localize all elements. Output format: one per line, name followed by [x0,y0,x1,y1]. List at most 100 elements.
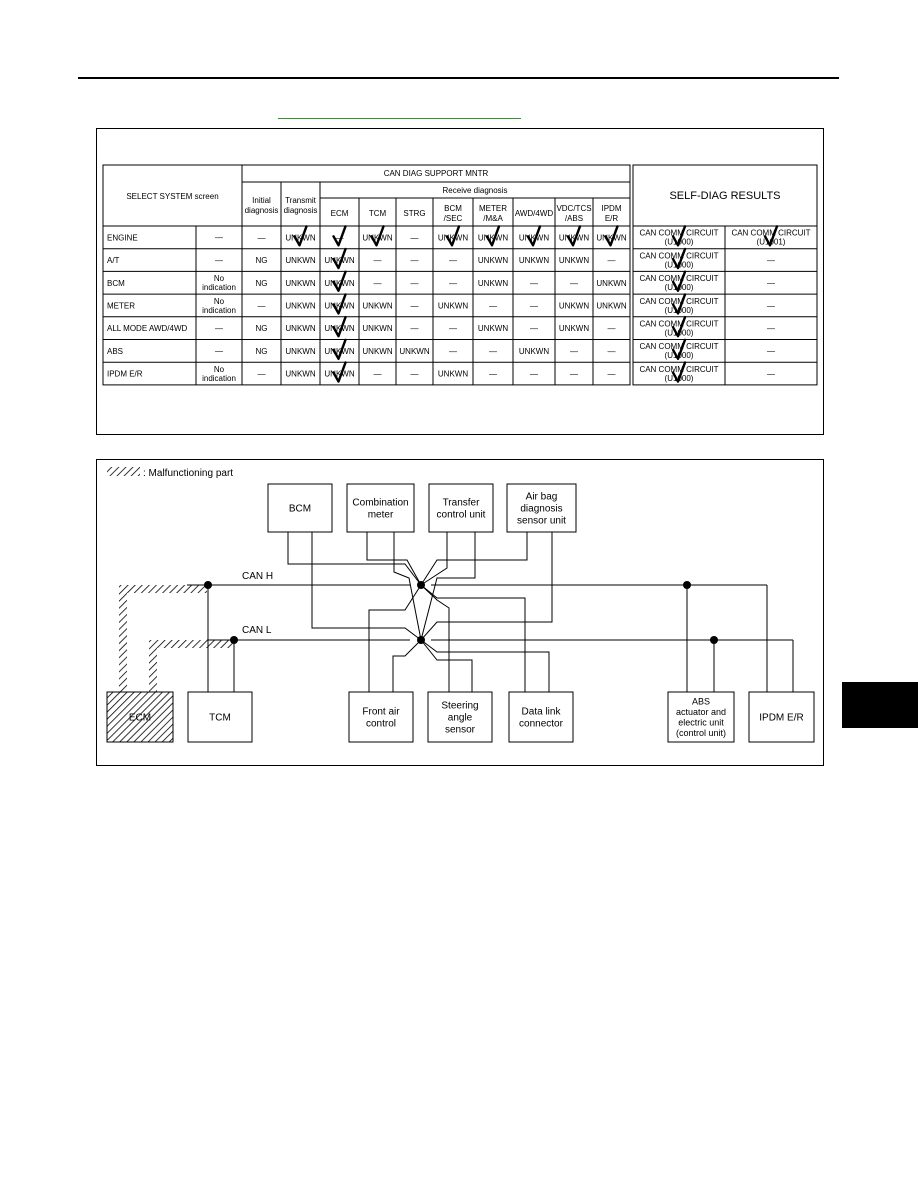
transmit-diagnosis-header: Transmit [285,196,317,205]
check-mark-icon [332,315,347,338]
check-mark-icon [332,247,347,270]
row-receive-meter: — [489,301,497,310]
row-transmit-value: UNKWN [285,370,315,379]
section-tab-marker [842,682,918,728]
transfer-control-unit-box [428,483,494,533]
can-l-label: CAN L [242,625,272,636]
transfer-can-h-wire [420,532,448,586]
row-transmit-value: UNKWN [285,233,315,242]
row-receive-awd: UNKWN [519,256,549,265]
steering-angle-sensor-box [427,691,493,743]
row-receive-bcm: UNKWN [438,233,468,242]
row-transmit-value: UNKWN [285,324,315,333]
row-receive-meter: UNKWN [478,256,508,265]
legend-label: : Malfunctioning part [143,468,233,479]
row-self-diag-1: CAN COMM CIRCUIT [639,342,718,351]
data-link-connector-box [508,691,574,743]
row-initial-value: — [258,301,266,310]
row-select-value: No [214,365,225,374]
row-system-name: A/T [107,256,120,265]
transfer-control-unit-box-label: Transfer [443,498,481,509]
check-mark-icon [566,225,582,247]
airbag-sensor-unit-box-label: sensor unit [517,516,566,527]
row-receive-ipdm: UNKWN [596,233,626,242]
row-receive-tcm: — [374,370,382,379]
row-self-diag-1: CAN COMM CIRCUIT [639,320,718,329]
check-mark-icon [445,225,461,247]
row-receive-strg: — [411,301,419,310]
transfer-can-l-wire [420,532,476,641]
row-self-diag-1: CAN COMM CIRCUIT [639,365,718,374]
abs-actuator-box-label: ABS [692,696,710,706]
malfunction-hatch-icon [107,467,140,476]
meter-can-l-wire [393,532,422,641]
tcm-box [187,691,253,743]
row-self-diag-2: CAN COMM CIRCUIT [731,229,810,238]
row-receive-vdc: — [570,370,578,379]
row-receive-bcm: — [449,324,457,333]
check-mark-icon [671,270,687,292]
front-air-control-box-label: Front air [362,707,400,718]
column-header-bcm: /SEC [444,214,463,223]
abs-actuator-box-label: (control unit) [676,728,726,738]
row-receive-meter: UNKWN [478,279,508,288]
row-self-diag-1: CAN COMM CIRCUIT [639,297,718,306]
row-receive-meter: UNKWN [478,324,508,333]
abs-actuator-box-label: actuator and [676,707,726,717]
row-initial-value: NG [256,324,268,333]
data-link-can-l-wire [420,639,550,692]
row-receive-awd: UNKWN [519,233,549,242]
check-mark-icon [485,225,501,247]
row-transmit-value: UNKWN [285,256,315,265]
column-header-ipdm: IPDM [602,204,622,213]
row-receive-strg: — [411,279,419,288]
column-header-bcm: BCM [444,204,462,213]
row-receive-tcm: UNKWN [362,301,392,310]
row-transmit-value: UNKWN [285,301,315,310]
steering-angle-sensor-box-label: Steering [441,701,478,712]
bcm-box [267,483,333,533]
bcm-can-l-wire [311,532,422,641]
check-mark-icon [293,225,308,247]
column-header-vdc: VDC/TCS [556,204,591,213]
row-receive-strg: — [411,256,419,265]
row-self-diag-2: — [767,324,775,333]
check-mark-icon [671,315,687,338]
row-receive-awd: — [530,324,538,333]
header-rule [78,77,839,79]
check-mark-icon [671,361,687,383]
row-receive-strg: — [411,324,419,333]
table-left-frame [102,164,631,386]
row-receive-ecm: UNKWN [324,301,354,310]
row-receive-tcm: — [374,256,382,265]
check-mark-icon [671,247,687,270]
row-system-name: METER [107,301,135,310]
abs-actuator-box-label: electric unit [678,717,724,727]
steering-angle-sensor-box-label: sensor [445,725,476,736]
ecm-can-l-wiring-hatch [149,640,233,692]
row-system-name: ABS [107,347,123,356]
combination-meter-box-label: meter [368,510,394,521]
row-self-diag-1: CAN COMM CIRCUIT [639,229,718,238]
row-receive-tcm: UNKWN [362,324,392,333]
column-header-awd: AWD/4WD [515,209,554,218]
row-self-diag-2: — [767,301,775,310]
transmit-diagnosis-header: diagnosis [284,206,318,215]
row-receive-bcm: UNKWN [438,370,468,379]
can-diag-header: CAN DIAG SUPPORT MNTR [384,169,489,178]
row-receive-meter: — [489,347,497,356]
row-initial-value: NG [256,347,268,356]
bcm-can-h-wire [287,532,422,586]
steering-angle-sensor-box-label: angle [448,713,473,724]
row-receive-tcm: — [374,279,382,288]
check-mark-icon [526,225,542,247]
row-receive-meter: UNKWN [478,233,508,242]
check-mark-icon [332,338,347,361]
row-receive-vdc: UNKWN [559,256,589,265]
airbag-sensor-unit-box-label: diagnosis [520,504,562,515]
reference-link-underline[interactable] [278,118,521,119]
row-system-name: ENGINE [107,233,138,242]
receive-diagnosis-header: Receive diagnosis [443,186,508,195]
row-select-value: — [215,256,223,265]
row-receive-vdc: UNKWN [559,324,589,333]
